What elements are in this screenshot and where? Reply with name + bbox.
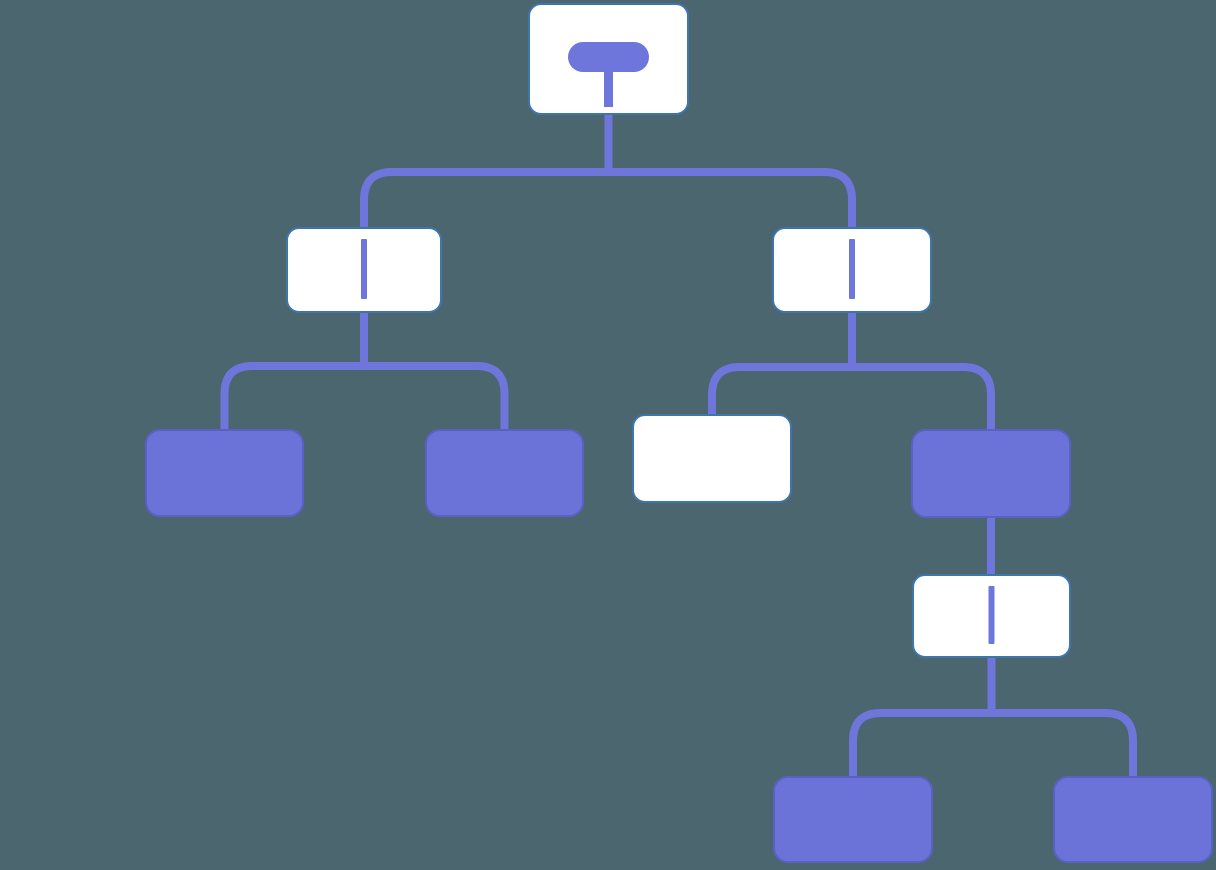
root-pill-shape — [568, 42, 649, 72]
root-anchor-icon — [568, 42, 649, 107]
pass-through-line-icon — [361, 239, 367, 299]
node-child-purple[interactable] — [911, 429, 1071, 518]
connector-root — [360, 114, 856, 228]
pass-through-line-icon — [849, 239, 855, 299]
node-child-white[interactable] — [632, 414, 792, 503]
node-leaf-2[interactable] — [425, 429, 584, 517]
connector-branch-bottom — [849, 657, 1137, 777]
node-leaf-1[interactable] — [145, 429, 304, 517]
node-leaf-4[interactable] — [1053, 776, 1213, 863]
connector-branch-right — [708, 312, 995, 430]
pass-through-line-icon — [988, 586, 995, 644]
connectors-layer — [220, 114, 1137, 777]
nodes-layer — [145, 3, 1213, 863]
connector-branch-left — [220, 312, 509, 430]
node-leaf-3[interactable] — [773, 776, 933, 863]
root-stem-shape — [604, 72, 613, 107]
